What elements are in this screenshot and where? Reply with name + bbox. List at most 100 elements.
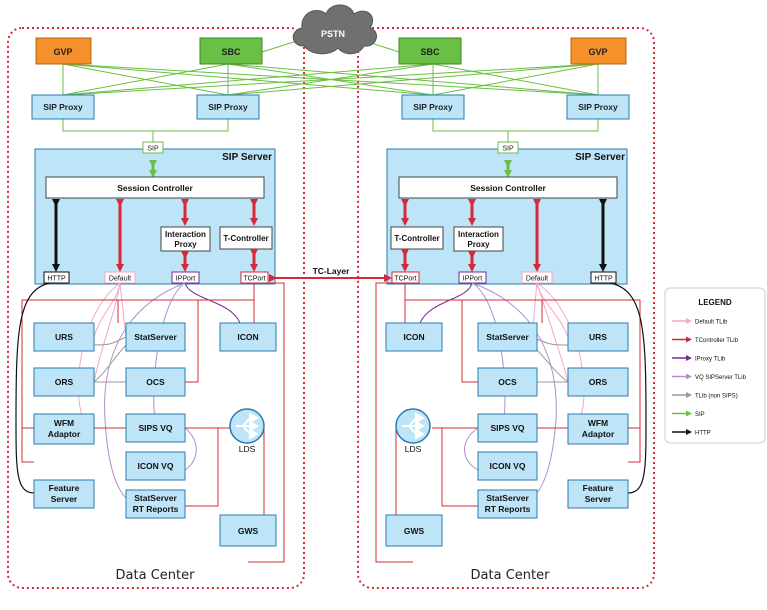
gws-left: GWS [219,514,277,547]
pstn-cloud: PSTN [292,4,378,55]
legend-item-label: IProxy TLib [695,357,726,363]
sip-server-right-title: SIP Server [575,152,625,163]
wfm-adaptor-left-l2: Adaptor [48,429,81,439]
legend-item-label: TController TLib [695,338,739,344]
sips-vq-right: SIPS VQ [477,413,538,443]
sip-proxy-4-label: SIP Proxy [578,102,618,112]
sip-proxy-1-label: SIP Proxy [43,102,83,112]
interaction-proxy-right-l1: Interaction [458,230,499,239]
sip-proxy-2: SIP Proxy [196,94,260,120]
sip-tag-left-label: SIP [147,146,159,153]
sips-vq-left: SIPS VQ [125,413,186,443]
legend-swatch-arrow-icon [686,355,692,361]
statserver-rt-right-l2: RT Reports [485,504,531,514]
legend-swatch-arrow-icon [686,336,692,343]
session-controller-left-label: Session Controller [117,183,193,193]
legend-title: LEGEND [698,298,732,307]
session-controller-right-label: Session Controller [470,183,546,193]
components-right: ICON StatServer OCS SIPS VQ ICON VQ Stat… [385,322,629,547]
interaction-proxy-left-l1: Interaction [165,230,206,239]
session-controller-left [45,176,265,199]
port-tcport-left-label: TCPort [243,276,265,283]
port-http-right-label: HTTP [594,276,613,283]
feature-server-right-l2: Server [585,494,612,504]
data-center-right-mark: - [509,584,512,592]
interaction-proxy-right-l2: Proxy [467,240,490,249]
ocs-right-label: OCS [498,377,517,387]
legend-item: VQ SIPServer TLib [672,373,747,381]
legend-swatch-arrow-icon [686,429,692,435]
port-ipport-left-label: IPPort [176,276,196,283]
sip-server-right: SIP Server SIP Session Controller T-Cont… [386,141,628,285]
statserver-rt-left-l1: StatServer [134,493,177,503]
ors-left-label: ORS [55,377,74,387]
sip-proxy-4: SIP Proxy [566,94,630,120]
urs-left-label: URS [55,332,73,342]
pstn-label: PSTN [321,29,345,39]
port-ipport-right-label: IPPort [463,276,483,283]
feature-server-left: Feature Server [33,479,95,509]
statserver-right-label: StatServer [486,332,529,342]
gvp-left-label: GVP [53,47,72,57]
lds-right-label: LDS [405,444,422,454]
sbc-right-label: SBC [420,47,440,57]
icon-vq-right: ICON VQ [477,451,538,481]
sip-mesh-lines [62,39,599,142]
t-controller-left-label: T-Controller [223,234,268,243]
statserver-rt-left-l2: RT Reports [133,504,179,514]
legend-item-label: TLib (non SIPS) [695,394,738,400]
components-left: URS ORS WFM Adaptor Feature Server StatS… [33,322,277,547]
legend-item: TLib (non SIPS) [672,392,738,400]
sip-tag-right [497,141,519,154]
lds-left: LDS [229,408,265,454]
port-tcport-right-label: TCPort [394,276,416,283]
wfm-adaptor-right-l2: Adaptor [582,429,615,439]
port-http-left [43,271,70,284]
t-controller-right-label: T-Controller [394,234,439,243]
data-center-right-caption: Data Center [471,568,551,583]
wfm-adaptor-left-l1: WFM [54,418,74,428]
sip-proxy-2-label: SIP Proxy [208,102,248,112]
lds-right: LDS [395,408,431,454]
session-controller-right [398,176,618,199]
statserver-rt-left: StatServer RT Reports [125,489,186,519]
data-center-left-mark: - [154,584,157,592]
gvp-left: GVP [35,37,92,65]
icon-vq-left-label: ICON VQ [138,461,174,471]
legend-item-label: Default TLib [695,320,728,326]
urs-right-label: URS [589,332,607,342]
feature-server-right-l1: Feature [583,483,614,493]
port-default-right-label: Default [526,276,548,283]
legend-swatch-arrow-icon [686,318,692,324]
icon-vq-right-label: ICON VQ [490,461,526,471]
sip-proxy-1: SIP Proxy [31,94,95,120]
statserver-left: StatServer [125,322,186,352]
ocs-right: OCS [477,367,538,397]
data-center-left-caption: Data Center [116,568,196,583]
sbc-right: SBC [398,37,462,65]
ors-right: ORS [567,367,629,397]
legend-item: SIP [672,410,705,418]
sip-proxy-3: SIP Proxy [401,94,465,120]
port-http-right [590,271,617,284]
port-default-left-label: Default [109,276,131,283]
gws-right-label: GWS [404,526,425,536]
icon-left-label: ICON [237,332,258,342]
legend-item: HTTP [672,429,711,437]
statserver-left-label: StatServer [134,332,177,342]
legend-item-label: SIP [695,412,705,418]
lds-left-label: LDS [239,444,256,454]
wfm-adaptor-left: WFM Adaptor [33,413,95,445]
gws-left-label: GWS [238,526,259,536]
interaction-proxy-left-l2: Proxy [174,240,197,249]
sip-proxy-3-label: SIP Proxy [413,102,453,112]
data-center-left-frame [7,27,305,589]
urs-left: URS [33,322,95,352]
t-controller-left [219,226,273,250]
legend-frame [664,287,766,444]
interaction-proxy-left [160,226,211,252]
legend-swatch-arrow-icon [686,392,692,398]
wfm-adaptor-right-l1: WFM [588,418,608,428]
